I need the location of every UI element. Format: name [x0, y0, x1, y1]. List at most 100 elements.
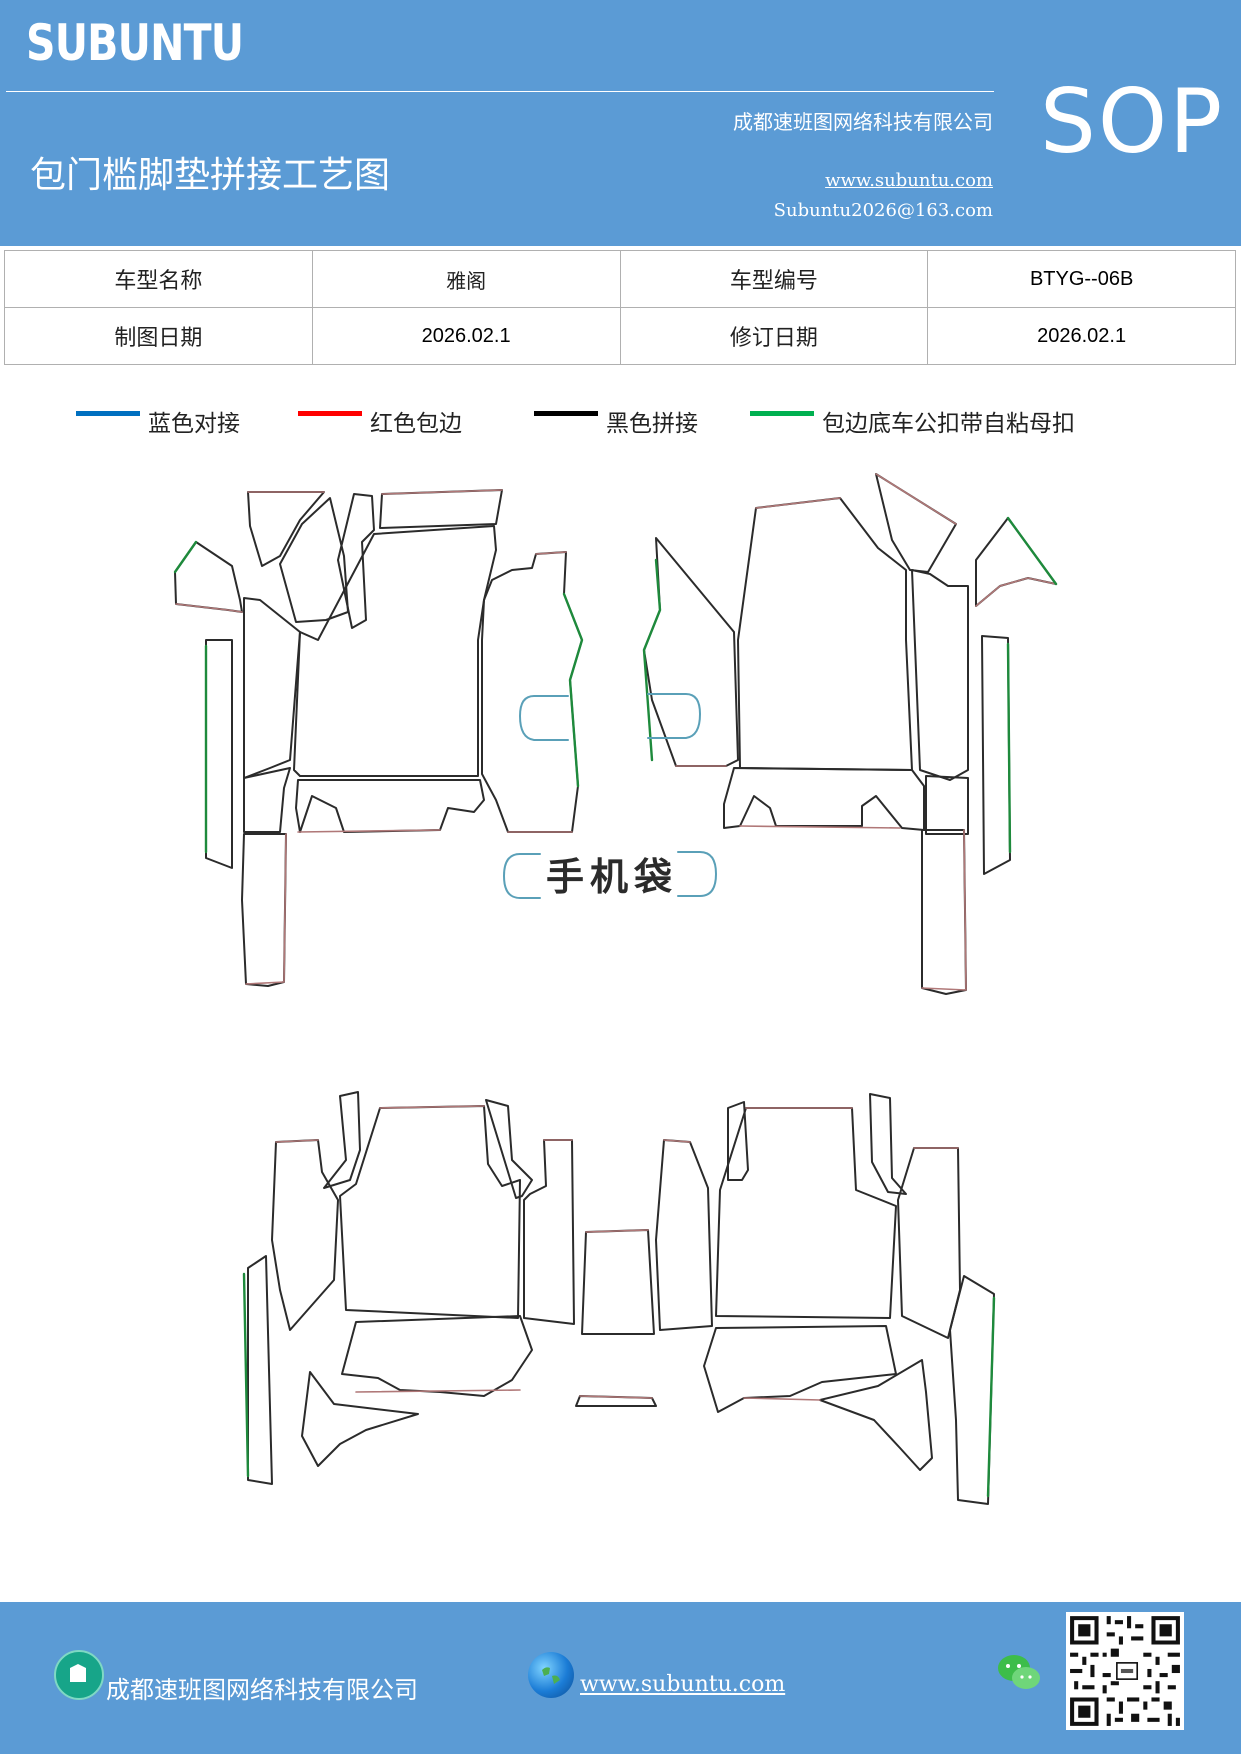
edge-binding [663, 1139, 691, 1143]
mat-piece [379, 489, 503, 529]
mat-piece [243, 597, 301, 779]
brand-logo: SUBUNTU [26, 14, 244, 72]
edge-binding [743, 1397, 821, 1401]
mat-piece [174, 541, 243, 613]
globe-icon [528, 1652, 574, 1698]
mat-piece [241, 833, 287, 987]
header-company: 成都速班图网络科技有限公司 [733, 110, 993, 134]
mat-piece [247, 1255, 273, 1485]
document-title: 包门槛脚垫拼接工艺图 [30, 155, 391, 196]
model-code-label: 车型编号 [619, 250, 929, 308]
edge-binding [297, 829, 441, 833]
page-header: SUBUNTU 成都速班图网络科技有限公司 包门槛脚垫拼接工艺图 www.sub… [0, 0, 1241, 246]
mat-piece [485, 1099, 533, 1199]
mat-piece [869, 1093, 907, 1195]
mat-piece [301, 1371, 419, 1467]
edge-binding [755, 497, 841, 509]
phone-pocket-label: 手机袋 [546, 855, 678, 899]
vehicle-info-table: 车型名称 雅阁 车型编号 BTYG--06B 制图日期 2026.02.1 修订… [4, 250, 1236, 365]
table-row: 车型名称 雅阁 车型编号 BTYG--06B [4, 250, 1236, 308]
mat-piece [205, 639, 233, 869]
phone-pocket-outline [677, 851, 717, 897]
mat-piece [339, 1105, 521, 1319]
legend-label: 黑色拼接 [606, 411, 698, 437]
mat-piece [723, 767, 925, 831]
mat-piece [925, 775, 969, 835]
mat-piece [737, 497, 913, 771]
edge-binding [579, 1395, 653, 1399]
velcro-edge [1006, 516, 1058, 586]
color-legend: 蓝色对接 红色包边 黑色拼接 包边底车公扣带自粘母扣 [0, 404, 1241, 444]
legend-label: 蓝色对接 [148, 411, 240, 437]
model-name-label: 车型名称 [4, 250, 313, 308]
velcro-edge [986, 1296, 996, 1498]
edge-binding [585, 1229, 649, 1233]
mat-piece [981, 635, 1011, 875]
mat-piece [715, 1107, 897, 1319]
wechat-icon[interactable] [996, 1652, 1042, 1698]
mat-piece [875, 473, 957, 573]
mat-piece [523, 1139, 575, 1325]
edge-binding [355, 1389, 521, 1393]
phone-pocket-outline [519, 695, 569, 741]
draw-date-value: 2026.02.1 [311, 307, 621, 365]
velcro-edge [173, 540, 198, 574]
edge-binding [379, 1105, 485, 1109]
phone-pocket-outline [647, 693, 701, 739]
velcro-edge [242, 1272, 250, 1478]
building-icon [54, 1650, 104, 1700]
mat-piece [949, 1275, 995, 1505]
mat-piece [975, 517, 1057, 607]
mat-piece [323, 1091, 361, 1189]
legend-swatch-blue [76, 411, 140, 416]
phone-pocket-outline [503, 853, 541, 899]
mat-piece [911, 569, 969, 781]
mat-piece [703, 1325, 897, 1413]
mat-piece [337, 493, 375, 629]
velcro-edge [562, 592, 584, 788]
revise-date-value: 2026.02.1 [927, 307, 1236, 365]
mat-piece [897, 1147, 961, 1339]
mat-piece [279, 497, 349, 623]
edge-binding [175, 603, 243, 613]
header-divider [6, 91, 994, 92]
header-email[interactable]: Subuntu2026@163.com [773, 200, 993, 221]
model-code-value: BTYG--06B [927, 250, 1236, 308]
edge-binding [875, 473, 957, 525]
legend-swatch-black [534, 411, 598, 416]
legend-label: 包边底车公扣带自粘母扣 [822, 411, 1075, 437]
model-name-value: 雅阁 [311, 250, 621, 308]
mat-piece [921, 829, 967, 995]
legend-swatch-green [750, 411, 814, 416]
header-website-link[interactable]: www.subuntu.com [825, 170, 993, 191]
mat-piece [295, 779, 485, 833]
edge-binding [535, 551, 567, 555]
edge-binding [739, 825, 901, 829]
legend-swatch-red [298, 411, 362, 416]
mat-piece [243, 767, 291, 833]
mat-piece [581, 1229, 655, 1335]
mat-piece [293, 525, 497, 777]
mat-piece [271, 1139, 339, 1331]
velcro-edge [642, 558, 662, 762]
sop-badge: SOP [1040, 70, 1225, 173]
page-footer: 成都速班图网络科技有限公司 www.subuntu.com [0, 1602, 1241, 1754]
table-row: 制图日期 2026.02.1 修订日期 2026.02.1 [4, 307, 1236, 365]
mat-piece [655, 1139, 713, 1331]
velcro-edge [1006, 642, 1012, 854]
edge-binding [275, 1139, 319, 1143]
mat-piece [819, 1359, 933, 1471]
revise-date-label: 修订日期 [619, 307, 929, 365]
edge-binding [975, 577, 1057, 607]
mat-piece [341, 1315, 533, 1397]
draw-date-label: 制图日期 [4, 307, 313, 365]
edge-binding [921, 829, 967, 991]
legend-label: 红色包边 [370, 411, 462, 437]
mat-piece [481, 551, 583, 833]
footer-website-link[interactable]: www.subuntu.com [580, 1672, 786, 1697]
qr-code[interactable] [1066, 1612, 1184, 1730]
footer-company: 成都速班图网络科技有限公司 [106, 1676, 418, 1704]
edge-binding [381, 489, 503, 495]
edge-binding [245, 833, 287, 985]
